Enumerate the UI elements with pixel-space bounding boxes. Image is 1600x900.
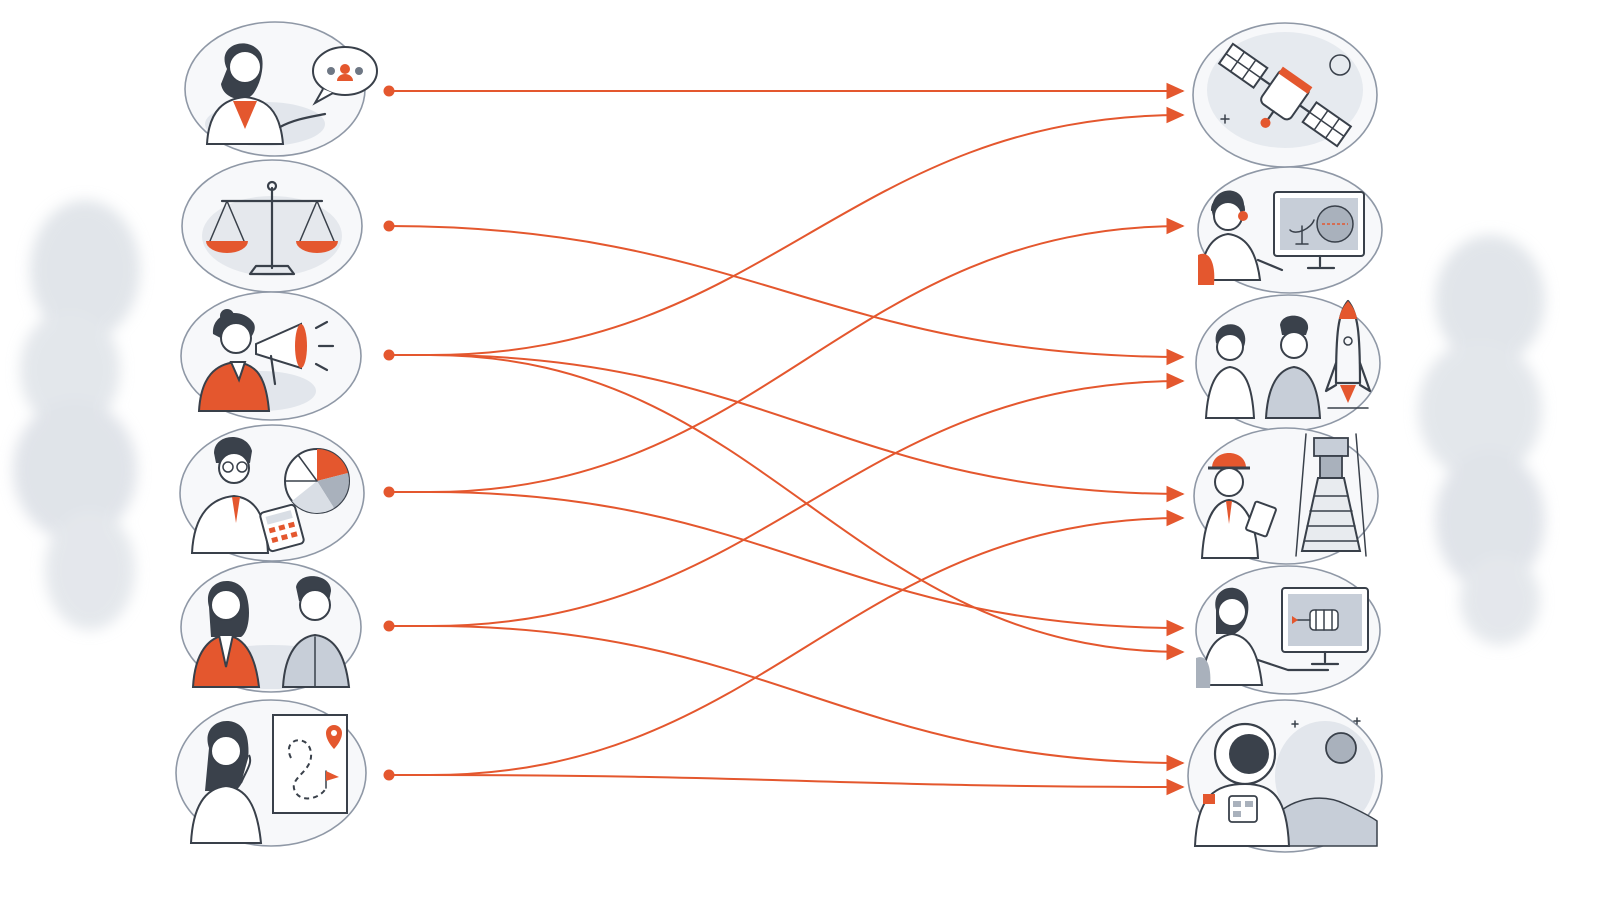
- connection-L6-R6: [389, 774, 1185, 796]
- left-node-announcer: [180, 291, 362, 421]
- left-node-team-lead: [184, 21, 378, 157]
- designer-cad-screen-icon: [1196, 587, 1369, 688]
- astronaut-moon-icon: [1193, 717, 1378, 847]
- analyst-calculator-piechart-icon: [190, 436, 350, 554]
- connection-L5-R6: [389, 625, 1185, 772]
- right-node-operator: [1197, 166, 1383, 294]
- source-dot-L2: [383, 220, 395, 232]
- operator-monitor-radar-icon: [1198, 190, 1365, 285]
- source-dot-L1: [383, 85, 395, 97]
- source-dot-L6: [383, 769, 395, 781]
- hardhat-engineer-engine-icon: [1200, 433, 1367, 559]
- planner-route-map-icon: [189, 714, 348, 844]
- engineers-rocket-icon: [1204, 299, 1372, 419]
- connection-L3-R4: [389, 354, 1185, 503]
- left-node-justice: [181, 159, 363, 293]
- left-cloud-decoration: [13, 200, 140, 630]
- connection-L5-R3: [389, 372, 1185, 627]
- connection-L4-R2: [389, 217, 1185, 493]
- connection-L6-R4: [389, 509, 1185, 776]
- left-node-colleagues: [180, 561, 362, 693]
- balance-scale-icon: [202, 180, 342, 276]
- connection-L3-R1: [389, 106, 1185, 356]
- left-node-analyst: [179, 424, 365, 562]
- right-node-astronaut: [1187, 699, 1383, 853]
- source-dot-L3: [383, 349, 395, 361]
- connection-lines: [383, 82, 1185, 796]
- right-cloud-decoration: [1418, 235, 1545, 645]
- right-node-satellite: [1192, 22, 1378, 168]
- connection-L3-R5: [389, 354, 1185, 661]
- right-node-engineers-rocket: [1195, 294, 1381, 432]
- right-node-cad-designer: [1195, 565, 1381, 695]
- satellite-icon: [1207, 32, 1363, 148]
- source-dot-L5: [383, 620, 395, 632]
- connection-L2-R3: [388, 225, 1185, 366]
- right-node-engine-inspector: [1193, 427, 1379, 565]
- left-node-planner: [175, 699, 367, 847]
- megaphone-speaker-icon: [197, 309, 335, 412]
- connection-L4-R5: [389, 491, 1185, 637]
- team-lead-speech-icon: [205, 43, 378, 146]
- source-dot-L4: [383, 486, 395, 498]
- two-colleagues-icon: [191, 576, 351, 689]
